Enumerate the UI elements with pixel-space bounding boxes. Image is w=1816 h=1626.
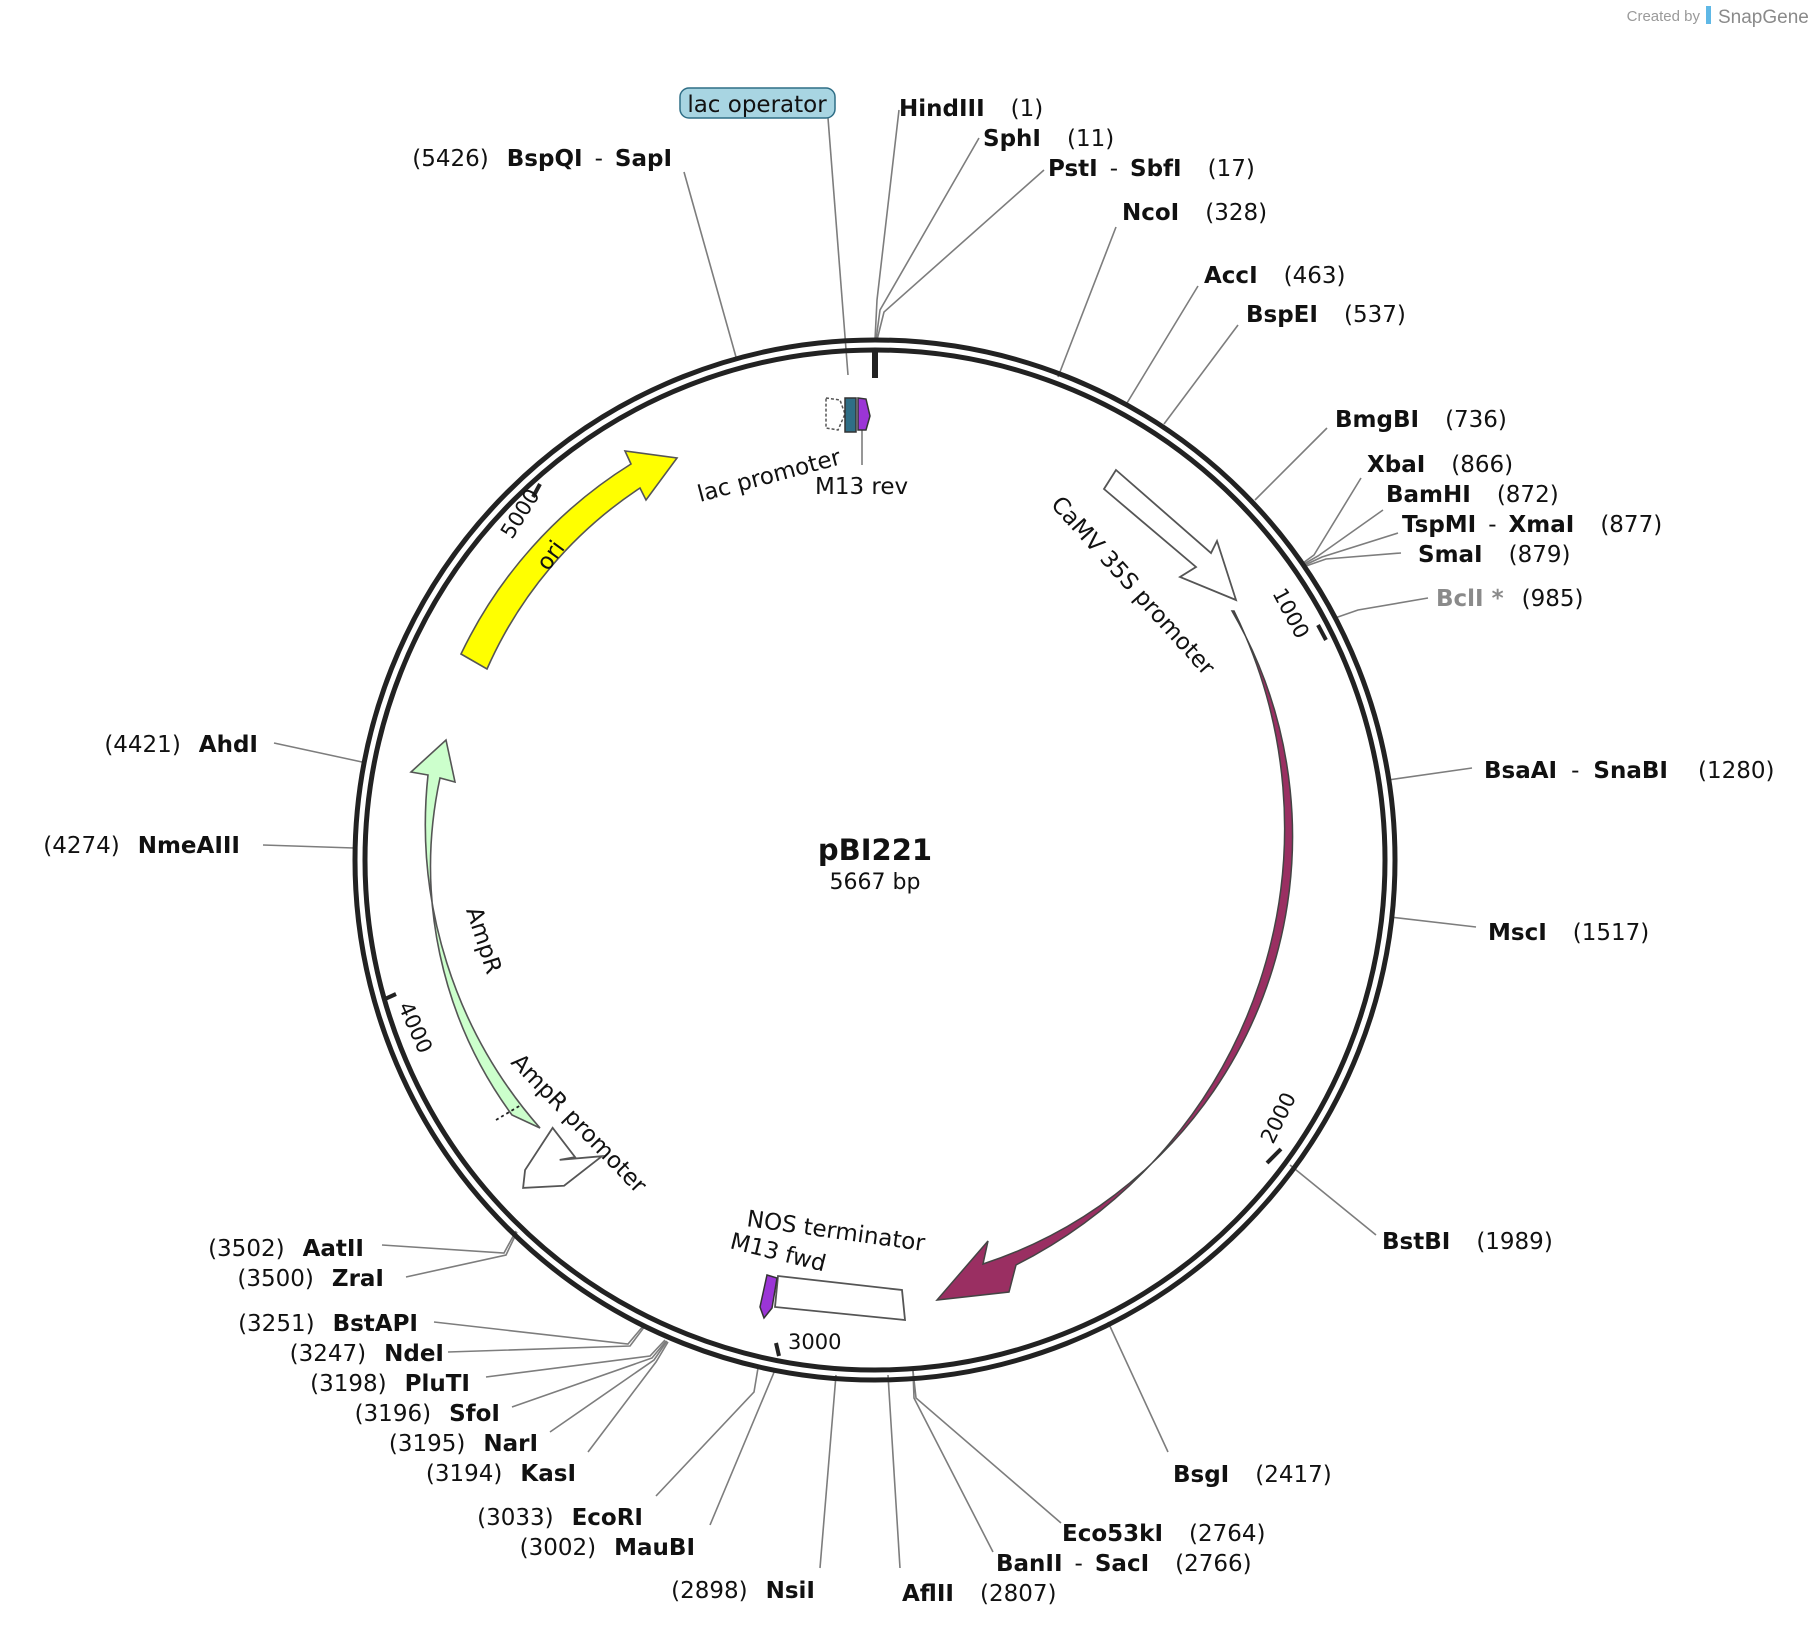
feature-lac-promoter-marker xyxy=(825,397,846,431)
site-label-smai: SmaI(879) xyxy=(1418,542,1570,568)
site-label-ecori: (3033)EcoRI xyxy=(477,1505,643,1531)
feature-m13-fwd-marker xyxy=(759,1274,778,1320)
site-label-bmgbi: BmgBI(736) xyxy=(1335,407,1507,433)
credit-prefix: Created by xyxy=(1627,8,1701,25)
site-label-aflii: AflII(2807) xyxy=(902,1581,1056,1607)
feature-gus-label: GUS xyxy=(1258,1006,1303,1062)
site-label-bspei: BspEI(537) xyxy=(1246,302,1406,328)
site-label-psti-sbfi: PstI-SbfI(17) xyxy=(1048,156,1255,182)
ampr-promoter-overlap xyxy=(495,1104,522,1121)
feature-ampr-promoter-arrow xyxy=(522,1126,605,1189)
origin-mark xyxy=(872,350,878,378)
site-label-ncoi: NcoI(328) xyxy=(1122,200,1267,226)
site-labels-right: HindIII(1) SphI(11) PstI-SbfI(17) NcoI(3… xyxy=(899,96,1774,1607)
site-label-sfoi: (3196)SfoI xyxy=(355,1401,500,1427)
site-label-banii-saci: BanII-SacI(2766) xyxy=(996,1551,1252,1577)
credit-brand: SnapGene xyxy=(1718,7,1809,28)
site-label-nsii: (2898)NsiI xyxy=(671,1578,815,1604)
site-leader-lines xyxy=(262,109,1477,1569)
site-label-zrai: (3500)ZraI xyxy=(237,1266,384,1292)
plasmid-length: 5667 bp xyxy=(830,870,921,895)
site-label-ndei: (3247)NdeI xyxy=(290,1341,444,1367)
site-label-bsgi: BsgI(2417) xyxy=(1173,1462,1332,1488)
feature-m13-rev-label: M13 rev xyxy=(815,474,908,500)
site-label-nari: (3195)NarI xyxy=(389,1431,538,1457)
site-label-bspqi-sapi: (5426)BspQI-SapI xyxy=(412,146,672,172)
site-label-maubi: (3002)MauBI xyxy=(520,1535,695,1561)
tick-marks xyxy=(384,483,1328,1357)
site-label-bsaai-snabi: BsaAI-SnaBI(1280) xyxy=(1484,758,1774,784)
site-label-xbai: XbaI(866) xyxy=(1367,452,1513,478)
site-label-bamhi: BamHI(872) xyxy=(1386,482,1559,508)
feature-camv-promoter-label: CaMV 35S promoter xyxy=(1046,492,1220,681)
site-label-ahdi: (4421)AhdI xyxy=(104,732,258,758)
site-label-bcli: BclI *(985) xyxy=(1436,586,1584,612)
feature-ori-arrow xyxy=(459,450,679,671)
site-label-bstbi: BstBI(1989) xyxy=(1382,1229,1553,1255)
feature-lac-operator-label: lac operator xyxy=(687,92,827,118)
lac-operator-label-box xyxy=(679,87,836,119)
site-label-pluti: (3198)PluTI xyxy=(310,1371,470,1397)
site-label-bstapi: (3251)BstAPI xyxy=(238,1311,418,1337)
feature-camv-promoter-arrow xyxy=(1102,468,1238,602)
site-label-tspmi-xmai: TspMI-XmaI(877) xyxy=(1402,512,1662,538)
tick-label-3000: 3000 xyxy=(788,1330,841,1354)
site-label-kasi: (3194)KasI xyxy=(426,1461,576,1487)
site-labels-left: (2898)NsiI (3002)MauBI (3033)EcoRI (3194… xyxy=(43,146,815,1604)
feature-m13-rev-marker xyxy=(857,397,871,431)
site-label-msci: MscI(1517) xyxy=(1488,920,1649,946)
plasmid-name: pBI221 xyxy=(818,833,932,867)
site-label-nmeaiii: (4274)NmeAIII xyxy=(43,833,240,859)
site-label-eco53ki: Eco53kI(2764) xyxy=(1062,1521,1266,1547)
feature-ampr-arrow xyxy=(409,738,541,1129)
snapgene-logo-icon xyxy=(1706,6,1711,24)
feature-ampr-label: AmpR xyxy=(460,904,506,977)
site-label-acci: AccI(463) xyxy=(1204,263,1346,289)
site-label-aatii: (3502)AatII xyxy=(208,1236,364,1262)
tick-label-2000: 2000 xyxy=(1256,1089,1301,1148)
site-label-sphi: SphI(11) xyxy=(983,126,1114,152)
feature-lac-operator-marker xyxy=(844,397,857,433)
feature-gus-arrow xyxy=(935,610,1294,1301)
feature-nos-terminator-box xyxy=(774,1275,907,1322)
site-label-hindiii: HindIII(1) xyxy=(899,96,1043,122)
